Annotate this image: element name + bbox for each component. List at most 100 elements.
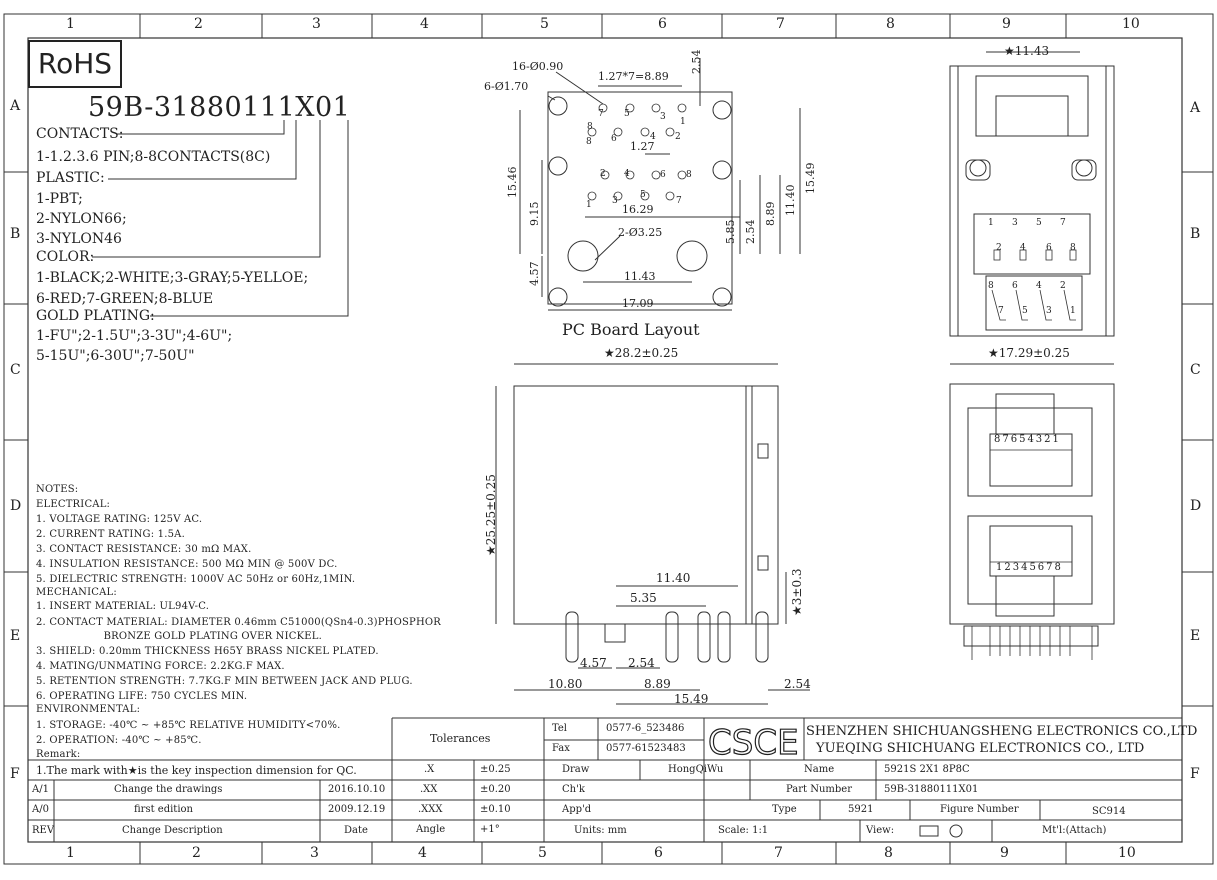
plastic-value-2: 2-NYLON66; [36,211,127,227]
plastic-value-3: 3-NYLON46 [36,231,122,247]
grid-row-f-right: F [1190,766,1200,782]
dim-label: 16.29 [622,203,654,216]
pin-number: 6 [1012,281,1018,291]
grid-col-1: 1 [66,16,75,32]
note-line: Remark: [36,749,81,760]
tel-value: 0577-6_523486 [606,723,685,734]
grid-col-3-bottom: 3 [310,845,319,861]
note-line: ENVIRONMENTAL: [36,704,141,715]
pin-number: 4 [624,169,630,179]
dim-label: ★25.25±0.25 [484,474,498,556]
plastic-label: PLASTIC: [36,170,105,186]
dim-label: 16-Ø0.90 [512,60,564,73]
partno-value: 59B-31880111X01 [884,784,979,795]
tol-key: Angle [416,824,446,835]
grid-col-4: 4 [420,16,429,32]
note-line: BRONZE GOLD PLATING OVER NICKEL. [36,631,323,642]
dim-label: 11.43 [624,270,656,283]
pin-number: 7 [1060,218,1066,228]
tol-value: +1° [480,824,500,835]
partno-label: Part Number [786,784,852,795]
side-view-drawing [495,363,810,705]
note-line: 6. OPERATING LIFE: 750 CYCLES MIN. [36,691,248,702]
note-line: 1. INSERT MATERIAL: UL94V-C. [36,601,210,612]
grid-col-4-bottom: 4 [418,845,427,861]
grid-col-7-bottom: 7 [774,845,783,861]
grid-row-b: B [10,226,21,242]
pin-number: 2 [996,243,1002,253]
rev-description: first edition [134,804,193,815]
material-label: Mt'l:(Attach) [1042,825,1107,836]
grid-row-c-right: C [1190,362,1201,378]
note-line: 1. VOLTAGE RATING: 125V AC. [36,514,203,525]
company-logo: CSCE [708,723,799,763]
dim-label: ★17.29±0.25 [988,346,1070,360]
grid-col-3: 3 [312,16,321,32]
color-value-1: 1-BLACK;2-WHITE;3-GRAY;5-YELLOE; [36,270,309,286]
pin-number: 4 [1020,243,1026,253]
pin-number: 8 [686,170,692,180]
dim-label: 9.15 [528,201,541,227]
tol-key: .X [424,764,435,775]
rohs-badge: RoHS [28,40,122,88]
grid-col-5-bottom: 5 [538,845,547,861]
grid-col-7: 7 [776,16,785,32]
grid-col-2: 2 [194,16,203,32]
dim-label: 5.85 [724,219,737,245]
pin-number: 3 [1012,218,1018,228]
grid-col-9: 9 [1002,16,1011,32]
color-label: COLOR: [36,249,95,265]
pin-number: 1 [1070,306,1076,316]
grid-col-8-bottom: 8 [884,845,893,861]
pin-number: 7 [998,306,1004,316]
grid-col-9-bottom: 9 [1000,845,1009,861]
tel-label: Tel [552,723,568,734]
front-view-drawing [949,363,1115,660]
pin-number: 1 [988,218,994,228]
grid-col-10-bottom: 10 [1118,845,1136,861]
tol-value: ±0.25 [480,764,511,775]
dim-label: 2.54 [690,49,703,75]
note-line: 5. RETENTION STRENGTH: 7.7KG.F MIN BETWE… [36,676,413,687]
grid-col-8: 8 [886,16,895,32]
pin-number: 3 [1046,306,1052,316]
dim-label: ★11.43 [1004,44,1050,58]
pin-number: 3 [612,196,618,206]
grid-row-a-right: A [1190,100,1201,116]
dim-label: 1.27*7=8.89 [598,70,669,83]
note-line: 5. DIELECTRIC STRENGTH: 1000V AC 50Hz or… [36,574,356,585]
pin-number: 3 [660,112,666,122]
pin-number: 4 [1036,281,1042,291]
dim-label: 11.40 [656,571,691,585]
check-label: Ch'k [562,784,585,795]
dim-label: 6-Ø1.70 [484,80,529,93]
note-line: 1. STORAGE: -40℃ ~ +85℃ RELATIVE HUMIDIT… [36,720,341,731]
rev-date: 2009.12.19 [328,804,386,815]
note-line: 2. CURRENT RATING: 1.5A. [36,529,185,540]
dim-label: 8.89 [644,677,671,691]
fax-label: Fax [552,743,570,754]
dim-label: 4.57 [528,261,541,287]
name-label: Name [804,764,835,775]
grid-col-6: 6 [658,16,667,32]
view-label: View: [866,825,895,836]
dim-label: 17.09 [622,297,654,310]
dim-label: 10.80 [548,677,583,691]
approved-label: App'd [562,804,592,815]
grid-row-a: A [10,98,21,114]
type-label: Type [772,804,797,815]
grid-row-f: F [10,766,20,782]
remark-line: 1.The mark with★is the key inspection di… [36,764,357,777]
note-line: 4. INSULATION RESISTANCE: 500 MΩ MIN @ 5… [36,559,338,570]
dim-label: 5.35 [630,591,657,605]
rev-header-date: Date [344,825,368,836]
dim-label: 11.40 [784,184,797,217]
fax-value: 0577-61523483 [606,743,686,754]
pin-number: 8 [1070,243,1076,253]
contacts-label: CONTACTS: [36,126,124,142]
grid-col-6-bottom: 6 [654,845,663,861]
port-pin-numbers: 87654321 [994,434,1061,445]
tol-value: ±0.10 [480,804,511,815]
dim-label: 15.49 [804,162,817,195]
